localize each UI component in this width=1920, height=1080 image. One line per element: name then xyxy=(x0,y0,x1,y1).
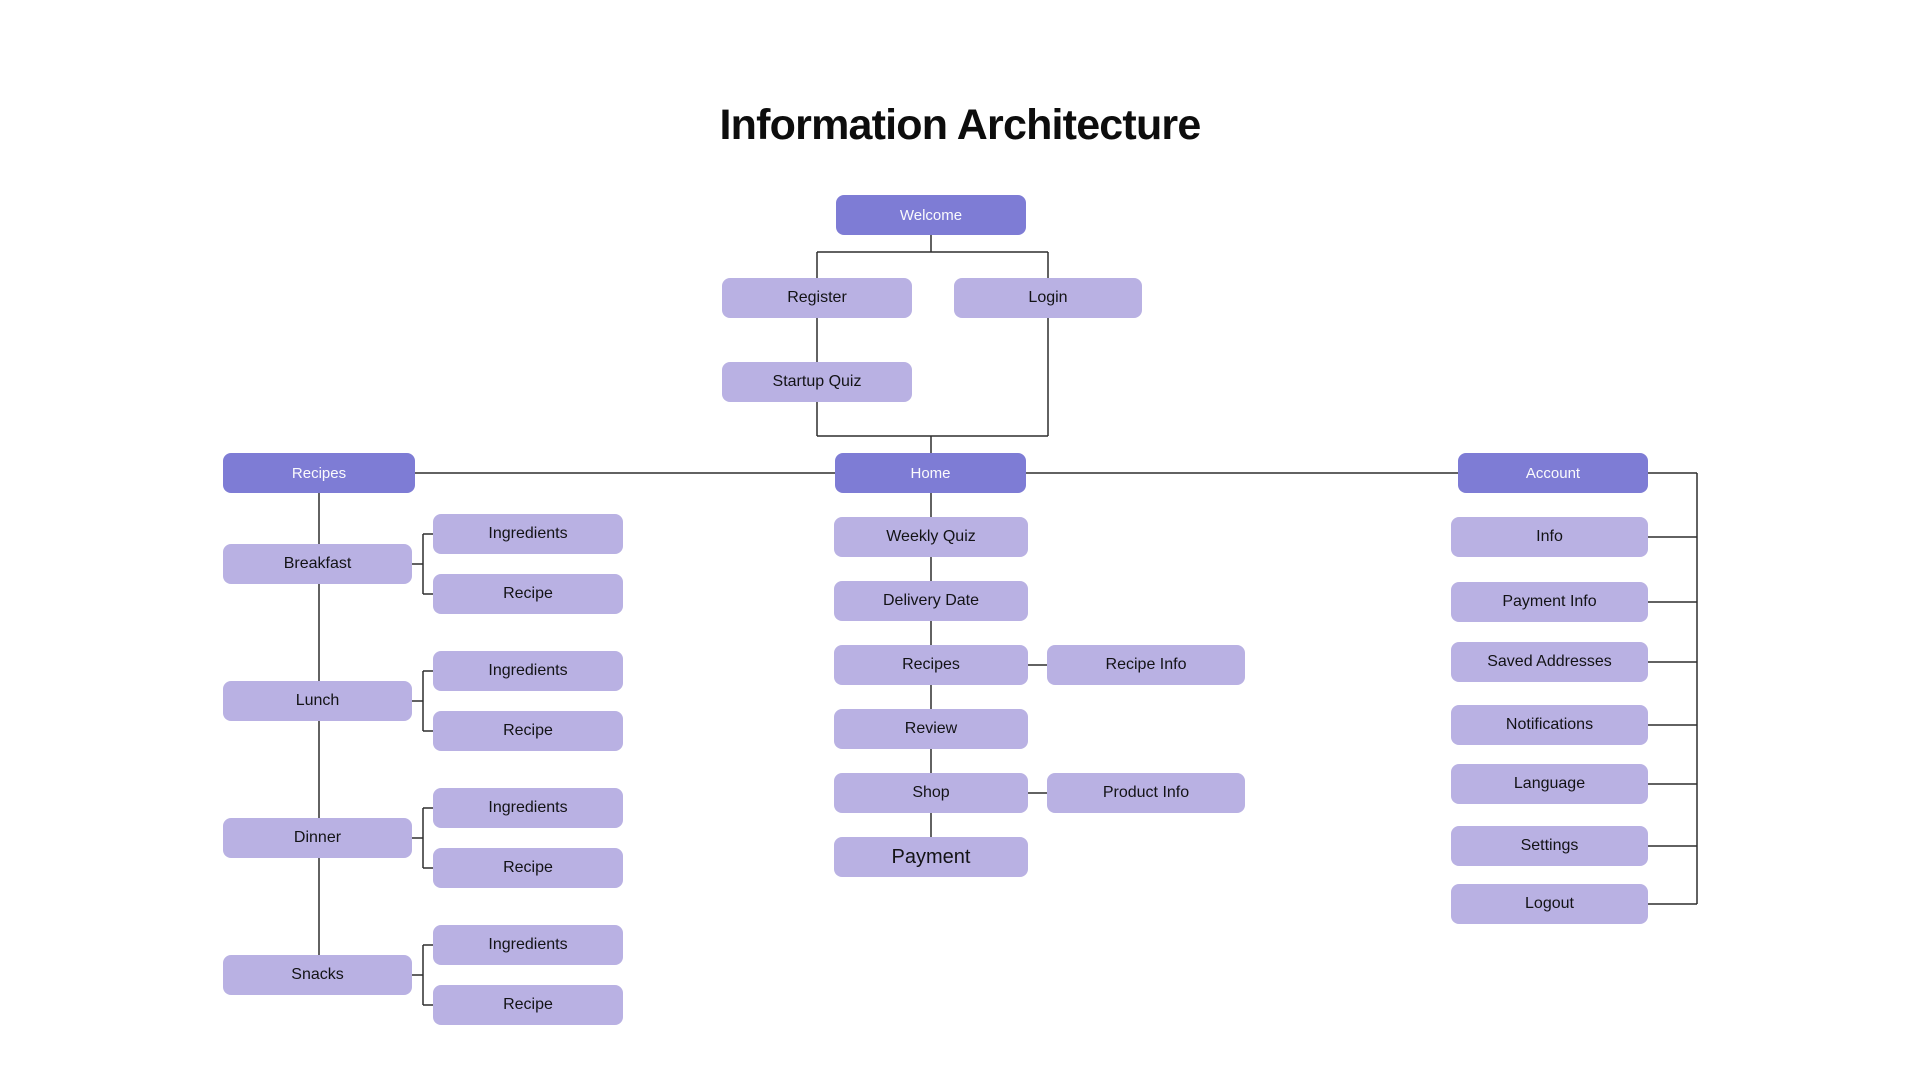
node-language: Language xyxy=(1451,764,1648,804)
node-snacks: Snacks xyxy=(223,955,412,995)
node-logout: Logout xyxy=(1451,884,1648,924)
node-home: Home xyxy=(835,453,1026,493)
node-breakfast-recipe: Recipe xyxy=(433,574,623,614)
node-dinner: Dinner xyxy=(223,818,412,858)
node-breakfast: Breakfast xyxy=(223,544,412,584)
connector-lunch-bracket xyxy=(412,670,433,732)
node-dinner-ingredients: Ingredients xyxy=(433,788,623,828)
connector-account-trunk xyxy=(1648,472,1698,905)
node-review: Review xyxy=(834,709,1028,749)
node-shop: Shop xyxy=(834,773,1028,813)
node-home-recipes: Recipes xyxy=(834,645,1028,685)
node-account-info: Info xyxy=(1451,517,1648,557)
connector-dinner-bracket xyxy=(412,807,433,869)
node-welcome: Welcome xyxy=(836,195,1026,235)
node-lunch: Lunch xyxy=(223,681,412,721)
node-snacks-ingredients: Ingredients xyxy=(433,925,623,965)
connector-breakfast-bracket xyxy=(412,533,433,595)
connector-welcome-branch xyxy=(816,235,1049,278)
node-lunch-ingredients: Ingredients xyxy=(433,651,623,691)
page-title: Information Architecture xyxy=(719,100,1202,149)
node-breakfast-ingredients: Ingredients xyxy=(433,514,623,554)
node-dinner-recipe: Recipe xyxy=(433,848,623,888)
node-payment: Payment xyxy=(834,837,1028,877)
node-register: Register xyxy=(722,278,912,318)
node-weekly-quiz: Weekly Quiz xyxy=(834,517,1028,557)
node-account: Account xyxy=(1458,453,1648,493)
node-lunch-recipe: Recipe xyxy=(433,711,623,751)
node-recipe-info: Recipe Info xyxy=(1047,645,1245,685)
node-settings: Settings xyxy=(1451,826,1648,866)
node-snacks-recipe: Recipe xyxy=(433,985,623,1025)
node-saved-addresses: Saved Addresses xyxy=(1451,642,1648,682)
node-delivery-date: Delivery Date xyxy=(834,581,1028,621)
node-recipes: Recipes xyxy=(223,453,415,493)
node-startup-quiz: Startup Quiz xyxy=(722,362,912,402)
connector-junction-to-home xyxy=(816,318,1049,453)
node-notifications: Notifications xyxy=(1451,705,1648,745)
node-login: Login xyxy=(954,278,1142,318)
node-product-info: Product Info xyxy=(1047,773,1245,813)
connector-snacks-bracket xyxy=(412,944,433,1006)
node-payment-info: Payment Info xyxy=(1451,582,1648,622)
